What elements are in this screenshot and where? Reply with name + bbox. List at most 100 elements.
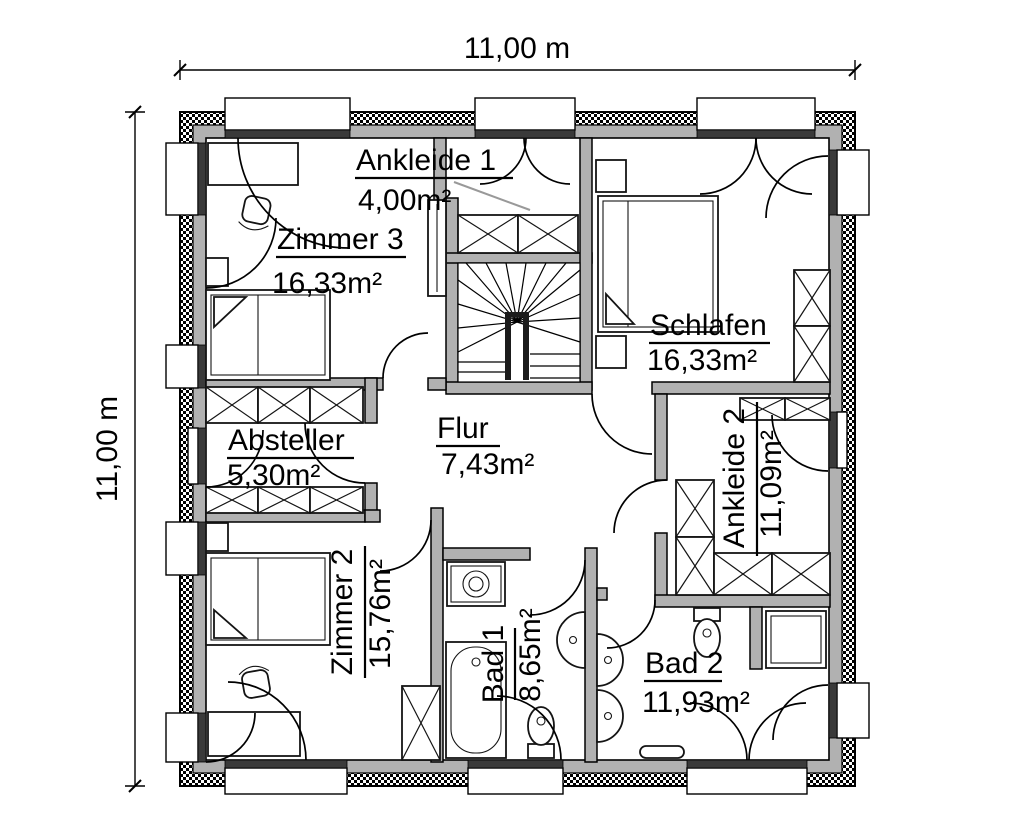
window [696,97,816,139]
bathtub-icon [445,641,507,759]
room-name: Bad 2 [645,647,723,680]
room-name: Ankleide 1 [356,144,496,177]
window [187,427,207,485]
room-label-zimmer3: Zimmer 3 16,33m² [272,223,406,300]
window [165,344,207,389]
door-swing-arc [689,702,748,761]
toilet-icon [693,607,721,658]
dimension-top-label: 11,00 m [464,32,570,65]
room-label-ankleide2: Ankleide 2 11,09m² [718,402,788,556]
door-swing-arc [205,712,256,763]
window [828,149,870,216]
room-name: Bad 1 [477,625,510,703]
tall-cabinet-icon [427,199,447,297]
wardrobe-icon [205,486,364,514]
window [828,682,870,739]
toilet-icon [527,706,555,759]
nightstand-icon [595,335,627,369]
door-swing-arc [613,479,668,534]
bed-icon [205,552,331,646]
window [686,759,808,795]
room-name: Schlafen [650,309,767,342]
door-swing-arc [755,137,813,195]
door-swing-arc [304,422,366,484]
window [165,142,207,216]
wardrobe-icons [205,214,831,761]
room-area: 7,43m² [441,448,534,481]
room-area: 8,65m² [514,608,547,701]
window [467,759,564,795]
washing-machine-icon [446,561,506,607]
door-swing-arc [496,695,562,761]
stairs-icon [457,262,581,383]
room-area: 11,09m² [755,430,788,538]
room-area: 15,76m² [364,559,397,669]
room-label-flur: Flur 7,43m² [436,412,534,481]
room-labels: Ankleide 1 4,00m² Zimmer 3 16,33m² Schla… [227,144,788,719]
wardrobe-icon [401,685,441,761]
nightstand-icon [595,159,627,193]
dimension-left-label: 11,00 m [91,396,124,502]
nightstand-icon [205,257,229,287]
room-label-ankleide1: Ankleide 1 4,00m² [355,144,531,217]
room-name: Flur [437,412,489,445]
door-swing-arc [765,155,829,219]
sink-icon [556,611,586,669]
chair-icon [238,195,272,231]
dimension-top: 11,00 m [173,32,862,80]
door-swing-arc [205,217,277,289]
nightstand-icon [205,522,229,552]
window [165,712,207,763]
bed-icon [597,195,719,333]
wardrobe-icon [739,397,831,421]
window [224,759,348,795]
door-swing-arc [205,429,264,488]
radiator-icon [639,745,685,759]
bedroom-furniture [205,142,719,757]
door-swing-arc [772,684,829,741]
shower-icon [765,610,827,669]
window [165,521,207,576]
dimension-left: 11,00 m [91,105,145,793]
window [224,97,351,139]
room-name: Zimmer 2 [326,549,359,676]
door-swing-arc [529,559,586,616]
door-swing-arc [606,599,656,649]
room-label-schlafen: Schlafen 16,33m² [647,309,770,377]
door-swing-arc [382,332,429,379]
room-area: 16,33m² [647,344,757,377]
door-swing-arc [771,414,829,472]
room-area: 16,33m² [272,267,382,300]
wardrobe-icon [205,386,364,424]
window [474,97,576,139]
wardrobe-icon [675,479,715,596]
door-swing-arc [699,137,757,195]
door-swing-arc [591,393,653,455]
room-area: 4,00m² [358,184,451,217]
leader-line [453,181,531,211]
door-swing-arc [748,702,807,761]
door-swing-arc [237,137,349,249]
room-name: Zimmer 3 [277,223,404,256]
room-label-absteller: Absteller 5,30m² [227,424,354,492]
room-label-zimmer2: Zimmer 2 15,76m² [326,546,397,678]
door-swing-arc [227,681,307,761]
door-swings [205,137,829,763]
wardrobe-icon [713,552,831,596]
room-label-bad1: Bad 1 8,65m² [477,608,547,703]
bed-icon [205,289,331,381]
room-label-bad2: Bad 2 11,93m² [642,647,750,719]
room-area: 11,93m² [642,686,750,719]
room-name: Absteller [228,424,345,457]
windows [165,97,870,795]
desk-icon [207,142,299,186]
door-swing-arc [379,519,432,572]
room-name: Ankleide 2 [718,408,751,548]
bathroom-fixtures [445,561,827,759]
wardrobe-icon [457,214,579,254]
sink-icon [596,689,624,743]
window [828,411,848,469]
wardrobe-icon [793,269,831,383]
